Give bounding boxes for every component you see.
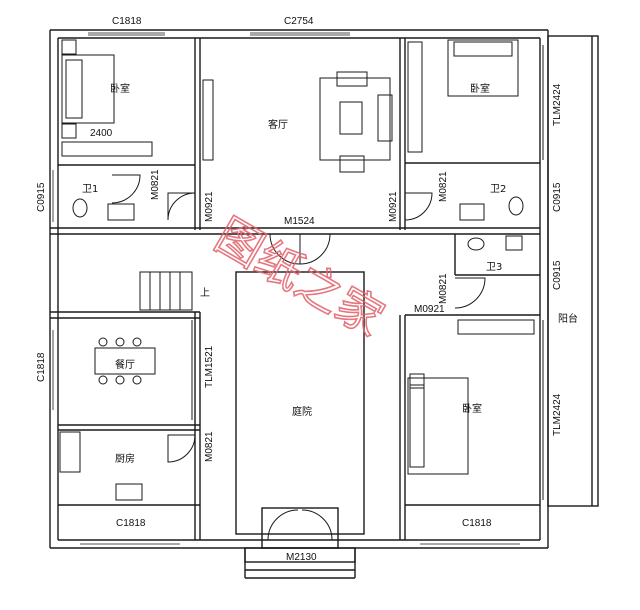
door-swing-kitchen xyxy=(167,434,196,463)
code-c1818-bottom-left: C1818 xyxy=(116,518,146,529)
bed-ne-pillow xyxy=(453,41,513,57)
balcony-outline xyxy=(547,35,599,507)
bed-se xyxy=(407,377,469,475)
label-living-room: 客厅 xyxy=(268,118,288,131)
label-stair-up: 上 xyxy=(200,287,210,299)
door-swing-entrance-right xyxy=(301,509,333,541)
courtyard-outline xyxy=(235,271,365,535)
dining-chair xyxy=(115,337,125,347)
label-bedroom-nw: 卧室 xyxy=(110,82,130,95)
code-m0821-bath2: M0821 xyxy=(438,171,449,202)
door-swing-living-right xyxy=(404,192,433,221)
code-c0915-right-mid: C0915 xyxy=(552,260,563,290)
label-dining: 餐厅 xyxy=(115,358,135,371)
label-bath-3: 卫3 xyxy=(486,262,502,273)
armchair-bottom xyxy=(339,155,365,173)
code-dim-2400: 2400 xyxy=(90,128,113,139)
bed-nw xyxy=(61,54,115,124)
code-m0921-bed: M0921 xyxy=(414,304,445,315)
label-balcony: 阳台 xyxy=(558,312,578,325)
wardrobe-ne xyxy=(407,41,423,153)
label-bedroom-ne: 卧室 xyxy=(470,82,490,95)
label-bath-1: 卫1 xyxy=(82,184,98,195)
code-c0915-left: C0915 xyxy=(36,182,47,212)
code-m0821-bath1: M0821 xyxy=(150,169,161,200)
kitchen-sink xyxy=(115,483,143,501)
sink-bath3 xyxy=(467,237,485,251)
label-courtyard: 庭院 xyxy=(292,405,312,418)
code-tlm2424-top: TLM2424 xyxy=(552,83,563,126)
code-m2130: M2130 xyxy=(286,552,317,563)
sink-bath1 xyxy=(107,203,135,221)
code-c1818-bottom-right: C1818 xyxy=(462,518,492,529)
dining-chair xyxy=(132,337,142,347)
dining-table xyxy=(94,347,156,375)
sofa-area xyxy=(319,77,391,161)
kitchen-counter xyxy=(59,431,81,473)
wardrobe-nw xyxy=(61,141,153,157)
entrance-porch xyxy=(261,507,339,549)
code-c2754: C2754 xyxy=(284,16,314,27)
door-swing-entrance-left xyxy=(267,509,299,541)
door-swing-bath3 xyxy=(454,277,486,309)
toilet-bath3 xyxy=(505,235,523,251)
code-m0821-kitchen: M0821 xyxy=(204,431,215,462)
sofa-side xyxy=(377,94,393,142)
code-m0921-left: M0921 xyxy=(204,191,215,222)
bed-ne xyxy=(447,39,519,97)
door-swing-m1524-left xyxy=(269,233,301,265)
code-tlm1521: TLM1521 xyxy=(204,345,215,388)
door-swing-m1524-right xyxy=(299,233,331,265)
code-c1818-top: C1818 xyxy=(112,16,142,27)
wardrobe-se xyxy=(457,319,535,335)
code-tlm2424-bottom: TLM2424 xyxy=(552,393,563,436)
dining-chair xyxy=(115,375,125,385)
dining-chair xyxy=(98,337,108,347)
label-bath-2: 卫2 xyxy=(490,184,506,195)
nightstand-se xyxy=(409,373,425,389)
coffee-table xyxy=(339,101,363,135)
label-bedroom-se: 卧室 xyxy=(462,402,482,415)
bed-nw-pillow xyxy=(65,59,83,119)
code-m0921-right: M0921 xyxy=(388,191,399,222)
dining-chair xyxy=(98,375,108,385)
tv-cabinet xyxy=(202,79,214,161)
armchair-top xyxy=(336,71,368,87)
code-m1524: M1524 xyxy=(284,216,315,227)
dining-chair xyxy=(132,375,142,385)
nightstand-nw-bottom xyxy=(61,123,77,139)
toilet-bath2 xyxy=(508,196,524,216)
nightstand-nw-top xyxy=(61,39,77,55)
code-c0915-right-top: C0915 xyxy=(552,182,563,212)
door-swing-living-left xyxy=(167,192,196,221)
code-m0821-bath3: M0821 xyxy=(438,273,449,304)
toilet-bath1 xyxy=(72,198,88,218)
door-swing-bath1 xyxy=(111,174,141,204)
code-c1818-left: C1818 xyxy=(36,352,47,382)
sink-bath2 xyxy=(459,203,485,221)
staircase xyxy=(139,271,193,311)
label-kitchen: 厨房 xyxy=(115,452,135,465)
bed-se-pillow xyxy=(409,384,425,468)
